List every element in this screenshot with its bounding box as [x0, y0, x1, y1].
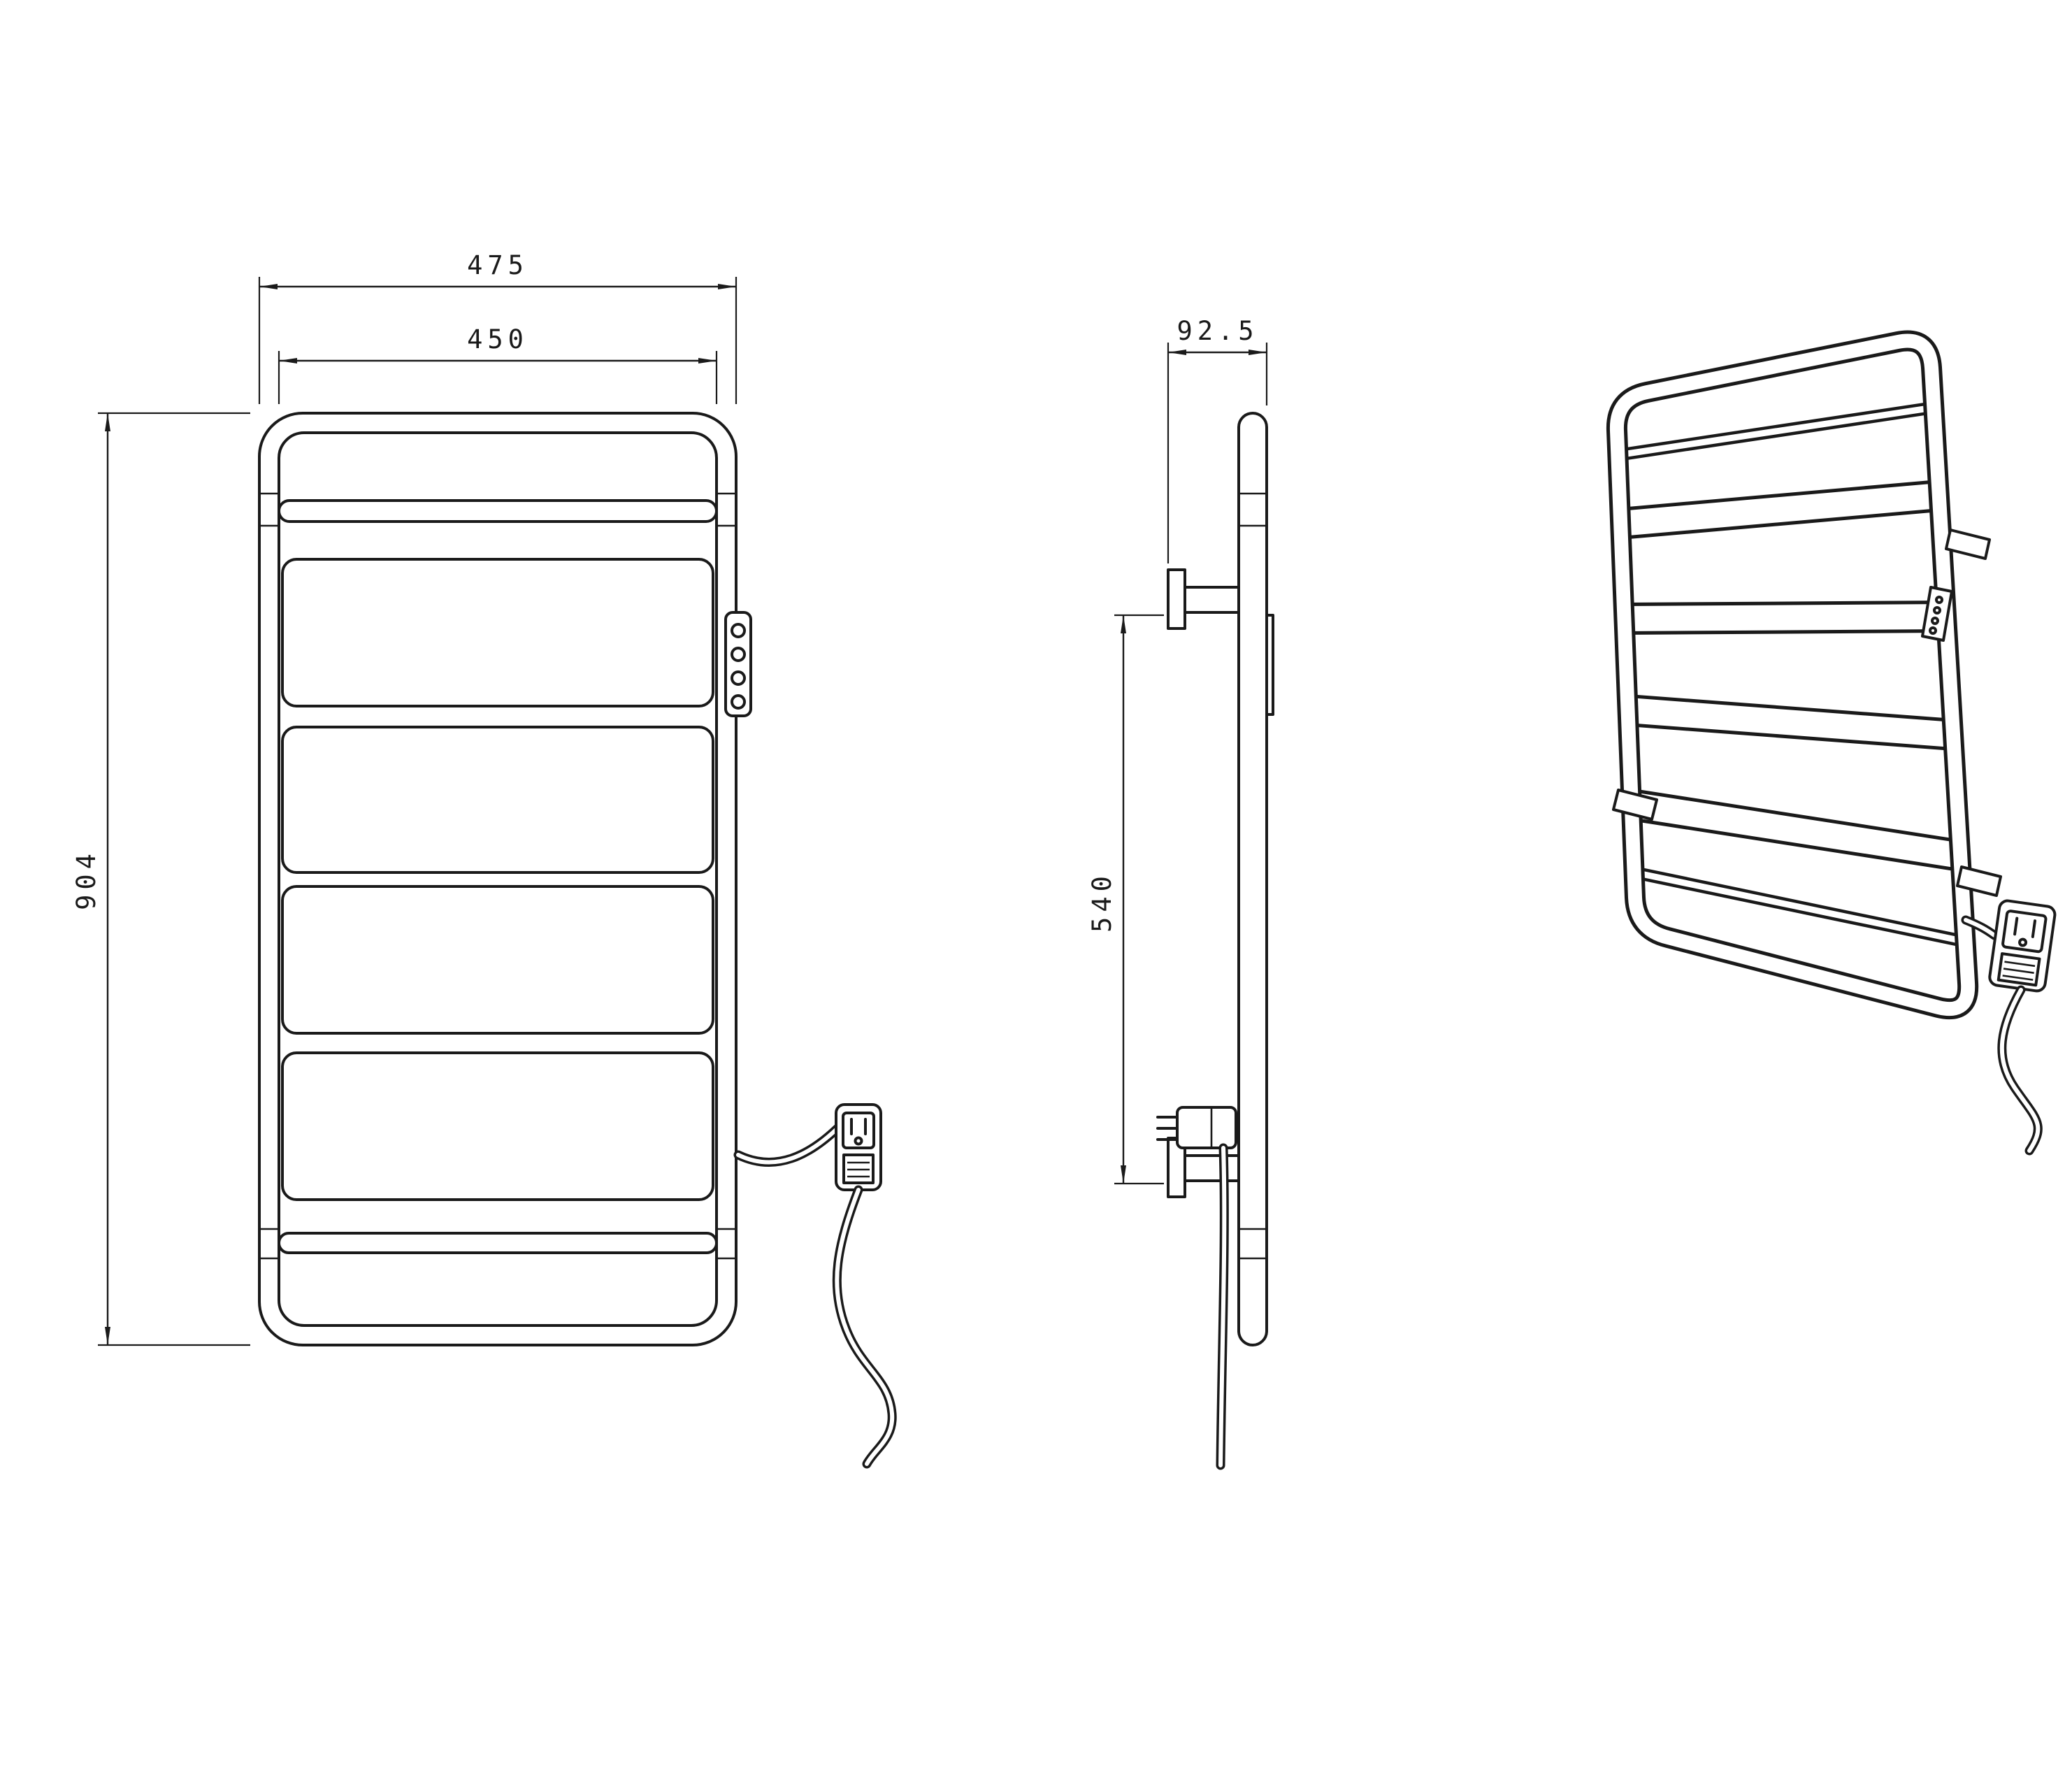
side-view: 92.5 540: [1087, 316, 1274, 1470]
dimension-text-overall-height: 904: [71, 849, 101, 910]
bracket-arm: [1184, 586, 1240, 614]
plug-face-icon: [2001, 910, 2048, 954]
plug-face-icon: [842, 1112, 875, 1149]
plug-pin-icon: [2013, 917, 2019, 936]
control-panel-edge: [1265, 614, 1274, 716]
control-panel: [724, 611, 752, 717]
side-plug: [1156, 1106, 1237, 1149]
crossbar-rung-bottom: [278, 1232, 718, 1254]
plug-controller: [835, 1103, 882, 1191]
control-button-icon: [731, 623, 746, 638]
bracket-wall-plate: [1167, 568, 1186, 630]
control-button-icon: [731, 647, 746, 662]
controller-label: [842, 1153, 875, 1184]
iso-frame: [1606, 330, 1979, 1020]
iso-bracket-top-right: [1945, 529, 1991, 560]
control-button-icon: [1931, 617, 1939, 625]
dimension-inner-width: 450: [278, 324, 718, 404]
dimension-text-bracket-spacing: 540: [1087, 871, 1117, 933]
dimension-depth: 92.5: [1167, 316, 1268, 563]
iso-crossbars: [1616, 401, 1967, 948]
control-button-icon: [1933, 606, 1941, 615]
front-view: 475 450 904: [71, 250, 897, 1469]
front-frame-inner: [278, 431, 718, 1327]
front-joint-ticks: [259, 492, 736, 1260]
control-button-icon: [731, 694, 746, 710]
crossbar-panel-2: [281, 726, 714, 874]
isometric-view: [1606, 330, 2057, 1156]
front-frame-outer: [258, 412, 738, 1346]
side-cord: [1216, 1143, 1229, 1470]
control-button-icon: [1935, 596, 1943, 604]
dimension-text-inner-width: 450: [467, 324, 528, 354]
control-panel-body: [724, 611, 752, 717]
plug-pin-icon: [2031, 919, 2037, 938]
dimension-text-depth: 92.5: [1177, 316, 1258, 346]
iso-control-panel: [1921, 586, 1953, 642]
side-tube-profile: [1237, 412, 1268, 1346]
control-button-icon: [1929, 626, 1937, 635]
iso-power-cord-upper: [1961, 915, 1999, 940]
crossbar-panel-3: [281, 885, 714, 1035]
control-button-icon: [731, 670, 746, 686]
controller-label: [1997, 952, 2041, 987]
side-joint-ticks: [1239, 492, 1267, 1260]
crossbar-panel-4: [281, 1051, 714, 1201]
plug-earth-icon: [854, 1136, 863, 1146]
power-cord-lower: [832, 1185, 897, 1469]
dimension-text-overall-width: 475: [467, 250, 528, 280]
power-cord-upper: [733, 1123, 842, 1167]
dimension-bracket-spacing: 540: [1087, 614, 1164, 1185]
iso-plug-controller: [1988, 899, 2057, 993]
iso-bracket-bottom-right: [1956, 865, 2002, 897]
wall-bracket-top: [1167, 568, 1240, 630]
crossbar-panel-1: [281, 558, 714, 707]
plug-body: [1176, 1106, 1237, 1149]
iso-power-cord-lower: [1997, 985, 2043, 1156]
plug-earth-icon: [2018, 937, 2028, 947]
bracket-arm: [1184, 1154, 1240, 1182]
iso-bracket-left: [1612, 789, 1658, 821]
crossbar-rung-top: [278, 499, 718, 523]
dimension-overall-height: 904: [71, 412, 250, 1346]
dimension-overall-width: 475: [258, 250, 738, 404]
iso-frame-tube-inner: [1609, 333, 1976, 1016]
